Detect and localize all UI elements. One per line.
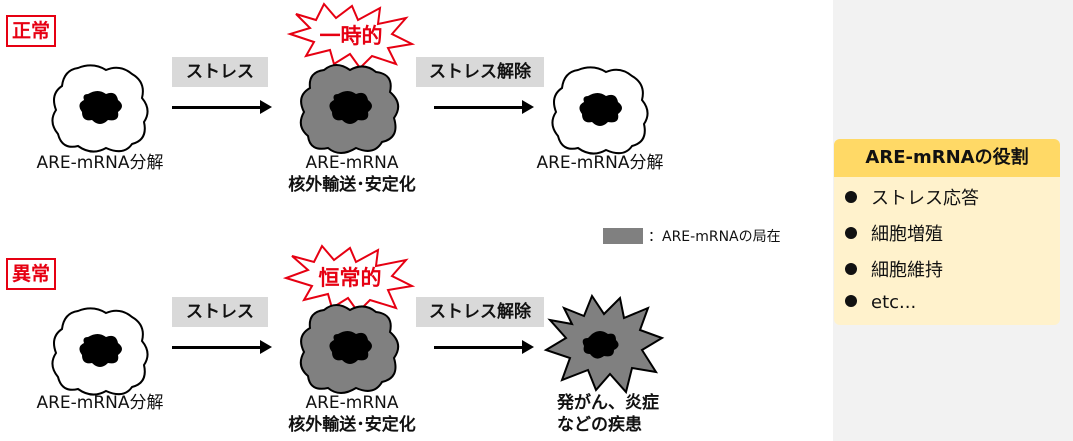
caption-stabilization-2b: 核外輸送･安定化 [288, 415, 416, 435]
stressed-cell-icon-bottom [299, 304, 400, 394]
stress-label-top: ストレス [172, 57, 268, 87]
legend-swatch [603, 228, 643, 244]
burst-icon-bottom [282, 244, 416, 314]
arrow-top-1 [172, 100, 272, 114]
burst-label-top: 一時的 [319, 24, 383, 48]
normal-cell-icon-3 [51, 307, 149, 396]
arrow-bottom-1 [172, 340, 272, 354]
caption-stabilization-2a: ARE-mRNA [305, 393, 399, 413]
normal-cell-icon [51, 64, 149, 153]
burst-label-bottom: 恒常的 [318, 266, 382, 290]
diseased-cell-icon [543, 293, 665, 395]
bullet-icon [845, 263, 857, 275]
stressed-cell-icon-top [299, 64, 400, 154]
stress-release-label-top: ストレス解除 [416, 57, 544, 87]
normal-cell-icon-2 [551, 66, 649, 155]
caption-disease-line2: などの疾患 [557, 415, 642, 435]
abnormal-tag: 異常 [6, 258, 57, 290]
burst-icon-top [286, 2, 416, 70]
legend-text: ：ARE-mRNAの局在 [648, 229, 781, 245]
bullet-icon [845, 191, 857, 203]
role-item: 細胞増殖 [845, 220, 943, 246]
normal-tag: 正常 [6, 15, 57, 47]
caption-degradation-2: ARE-mRNA分解 [536, 153, 664, 173]
caption-stabilization-1b: 核外輸送･安定化 [288, 175, 416, 195]
bullet-icon [845, 227, 857, 239]
caption-stabilization-1a: ARE-mRNA [305, 153, 399, 173]
arrow-top-2 [434, 100, 534, 114]
stress-label-bottom: ストレス [172, 297, 268, 327]
role-item: ストレス応答 [845, 184, 979, 210]
role-panel-title: ARE-mRNAの役割 [834, 139, 1060, 177]
arrow-bottom-2 [434, 340, 534, 354]
caption-degradation-1: ARE-mRNA分解 [36, 153, 164, 173]
role-item: 細胞維持 [845, 256, 943, 282]
caption-degradation-3: ARE-mRNA分解 [36, 393, 164, 413]
role-item: etc... [845, 292, 916, 313]
bullet-icon [845, 295, 857, 307]
caption-disease-line1: 発がん、炎症 [557, 393, 659, 413]
stress-release-label-bottom: ストレス解除 [416, 297, 544, 327]
